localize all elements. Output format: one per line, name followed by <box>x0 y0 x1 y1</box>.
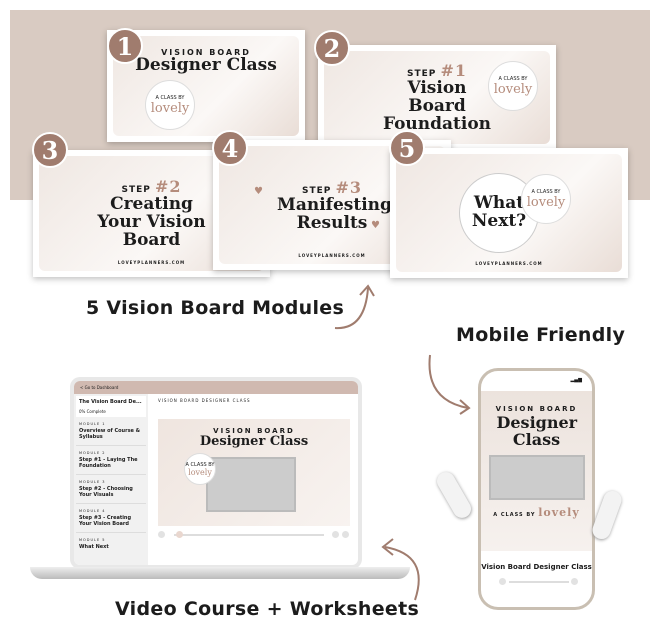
module-number-badge: 4 <box>212 130 248 166</box>
slide-title: Vision Board Foundation <box>382 78 492 134</box>
module-number-badge: 3 <box>32 132 68 168</box>
play-button[interactable] <box>158 531 165 538</box>
video-progress-bar[interactable] <box>509 581 569 583</box>
module-2-slide[interactable]: STEP #1 Vision Board Foundation A CLASS … <box>318 45 556 150</box>
slide-pretitle: VISION BOARD <box>161 48 251 57</box>
signal-icon: ▂▄▆ <box>570 377 582 383</box>
earbud-right <box>589 488 625 542</box>
slide-title: Designer Class <box>135 55 277 75</box>
back-to-dashboard-link[interactable]: < Go to Dashboard <box>74 381 358 394</box>
class-by-label: A CLASS BY lovely <box>493 505 580 519</box>
heart-icon: ♥ <box>254 186 263 197</box>
slide-footer: LOVEYPLANNERS.COM <box>475 261 543 266</box>
modules-caption: 5 Vision Board Modules <box>86 297 345 319</box>
phone-title: Designer Class <box>496 413 578 449</box>
slide-footer: LOVEYPLANNERS.COM <box>298 253 366 258</box>
module-number-badge: 1 <box>107 28 143 64</box>
play-button[interactable] <box>499 578 506 585</box>
progress-handle[interactable] <box>176 531 183 538</box>
laptop-mockup: < Go to Dashboard The Vision Board De...… <box>70 377 362 569</box>
slide-title: What Next? <box>471 193 527 231</box>
curved-arrow-icon <box>334 284 375 330</box>
fullscreen-button[interactable] <box>342 531 349 538</box>
curved-arrow-icon <box>428 354 471 415</box>
earbud-left <box>433 468 475 522</box>
phone-pretitle: VISION BOARD <box>495 405 578 413</box>
laptop-base <box>30 567 410 579</box>
video-thumbnail-laptop <box>206 457 296 512</box>
video-caption: Video Course + Worksheets <box>115 598 420 620</box>
video-thumbnail-phone <box>488 454 585 500</box>
module-number-badge: 2 <box>314 30 350 66</box>
slide-title: Manifesting Results <box>277 194 392 233</box>
phone-mockup: ▂▄▆ VISION BOARD Designer Class A CLASS … <box>478 368 595 610</box>
curved-arrow-icon <box>381 538 420 601</box>
slide-footer: LOVEYPLANNERS.COM <box>117 260 186 265</box>
slide-step: STEP #1 <box>406 61 468 81</box>
module-number-badge: 5 <box>389 130 425 166</box>
heart-icon: ♥ <box>371 220 380 231</box>
fullscreen-button[interactable] <box>571 578 578 585</box>
lesson-header: VISION BOARD DESIGNER CLASS <box>158 398 251 403</box>
course-title[interactable]: The Vision Board De...0% Complete <box>76 396 146 417</box>
video-progress-bar[interactable] <box>174 534 324 536</box>
slide-title: Creating Your Vision Board <box>97 194 206 250</box>
phone-video-caption: Vision Board Designer Class <box>481 563 592 571</box>
volume-button[interactable] <box>332 531 339 538</box>
mobile-caption: Mobile Friendly <box>456 324 626 346</box>
course-sidebar: The Vision Board De...0% Complete MODULE… <box>74 394 148 565</box>
